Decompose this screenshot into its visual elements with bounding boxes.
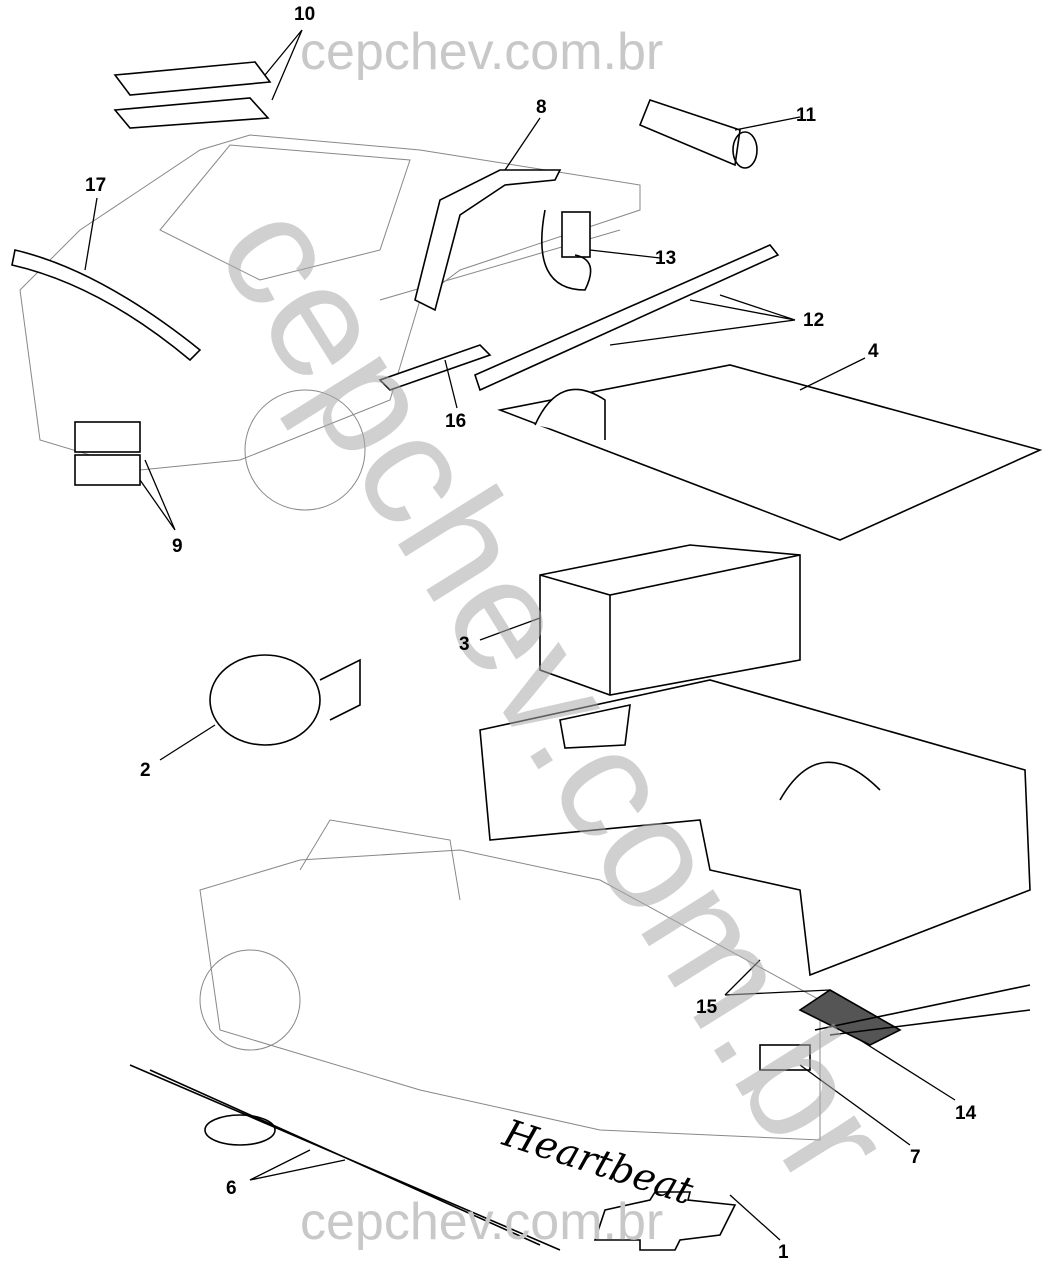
rails xyxy=(474,244,780,392)
bowtie-emblem xyxy=(593,1191,737,1251)
hood-deflector xyxy=(11,249,202,362)
vent-visor xyxy=(414,169,562,312)
leader-lines xyxy=(84,29,956,1241)
callout-1: 1 xyxy=(778,1242,789,1263)
headlamp-covers xyxy=(74,421,141,453)
tonneau-cover xyxy=(497,364,1043,541)
compass xyxy=(209,654,321,746)
toolbox xyxy=(539,544,801,696)
callout-4: 4 xyxy=(868,341,879,362)
callout-10: 10 xyxy=(294,4,316,25)
callout-11: 11 xyxy=(796,105,817,126)
callout-14: 14 xyxy=(955,1103,977,1124)
watermark-top: cepchev.com.br xyxy=(300,23,664,81)
sill-plate xyxy=(378,344,492,391)
device xyxy=(561,211,591,258)
callout-13: 13 xyxy=(655,248,677,269)
callout-2: 2 xyxy=(140,760,151,781)
truck-bed xyxy=(479,679,1031,977)
callout-3: 3 xyxy=(459,634,470,655)
roll xyxy=(638,99,741,167)
callout-12: 12 xyxy=(803,310,825,331)
stripe-decal xyxy=(129,1064,561,1251)
callout-7: 7 xyxy=(910,1147,921,1168)
watermark-bottom: cepchev.com.br xyxy=(300,1193,664,1251)
rear-truck-outline xyxy=(199,819,821,1141)
pads xyxy=(113,61,272,129)
callout-6: 6 xyxy=(226,1178,237,1199)
callout-17: 17 xyxy=(85,175,107,196)
callout-15: 15 xyxy=(696,997,718,1018)
callout-8: 8 xyxy=(536,97,547,118)
callout-9: 9 xyxy=(172,536,183,557)
callout-16: 16 xyxy=(445,411,467,432)
